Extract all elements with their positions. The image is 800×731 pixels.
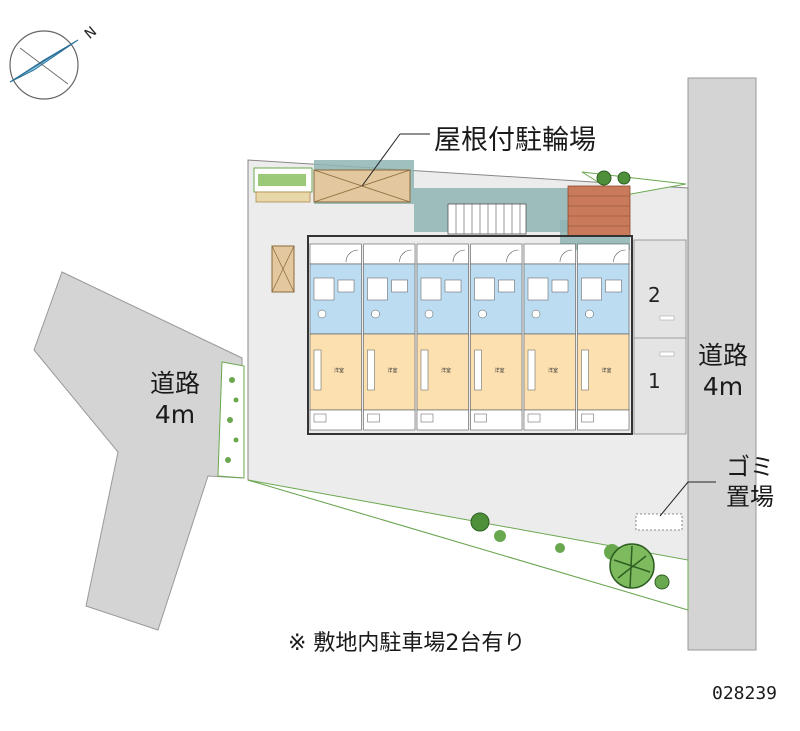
parking-note: ※ 敷地内駐車場2台有り — [288, 631, 526, 656]
planting-bottom — [247, 479, 689, 611]
apartment-unit: 洋室 — [309, 243, 362, 431]
room-label: 洋室 — [441, 367, 451, 374]
compass-letter: N — [82, 24, 100, 43]
road-right-width: 4m — [702, 372, 744, 401]
road-right-label: 道路 4m — [688, 340, 758, 402]
apartment-unit: 洋室 — [470, 243, 523, 431]
room-label: 洋室 — [334, 367, 344, 374]
garbage-label-line2: 置場 — [726, 483, 774, 511]
parking-area — [633, 239, 687, 435]
units-layer: 洋室 洋室 洋室 洋室 洋室 洋室 — [309, 243, 630, 431]
road-left-width: 4m — [154, 400, 196, 429]
apartment-unit: 洋室 — [416, 243, 469, 431]
road-left — [33, 271, 243, 631]
apartment-unit: 洋室 — [363, 243, 416, 431]
room-label: 洋室 — [495, 367, 505, 374]
stairs — [447, 203, 527, 235]
garbage-label-line1: ゴミ — [726, 453, 774, 481]
road-left-name: 道路 — [149, 369, 200, 398]
property-code: 028239 — [712, 683, 778, 704]
apartment-building — [307, 235, 633, 435]
apartment-unit: 洋室 — [577, 243, 630, 431]
road-right-name: 道路 — [697, 341, 748, 370]
garbage-area — [635, 513, 683, 531]
room-label: 洋室 — [602, 367, 612, 374]
room-label: 洋室 — [548, 367, 558, 374]
garbage-label: ゴミ 置場 — [720, 452, 780, 512]
room-label: 洋室 — [388, 367, 398, 374]
parking-space-2: 2 — [648, 283, 661, 307]
road-left-label: 道路 4m — [120, 368, 230, 430]
parking-space-1: 1 — [648, 369, 661, 393]
apartment-unit: 洋室 — [523, 243, 576, 431]
brick-paving — [567, 185, 631, 237]
bicycle-parking-label: 屋根付駐輪場 — [434, 125, 596, 156]
compass-icon: N — [9, 24, 100, 100]
